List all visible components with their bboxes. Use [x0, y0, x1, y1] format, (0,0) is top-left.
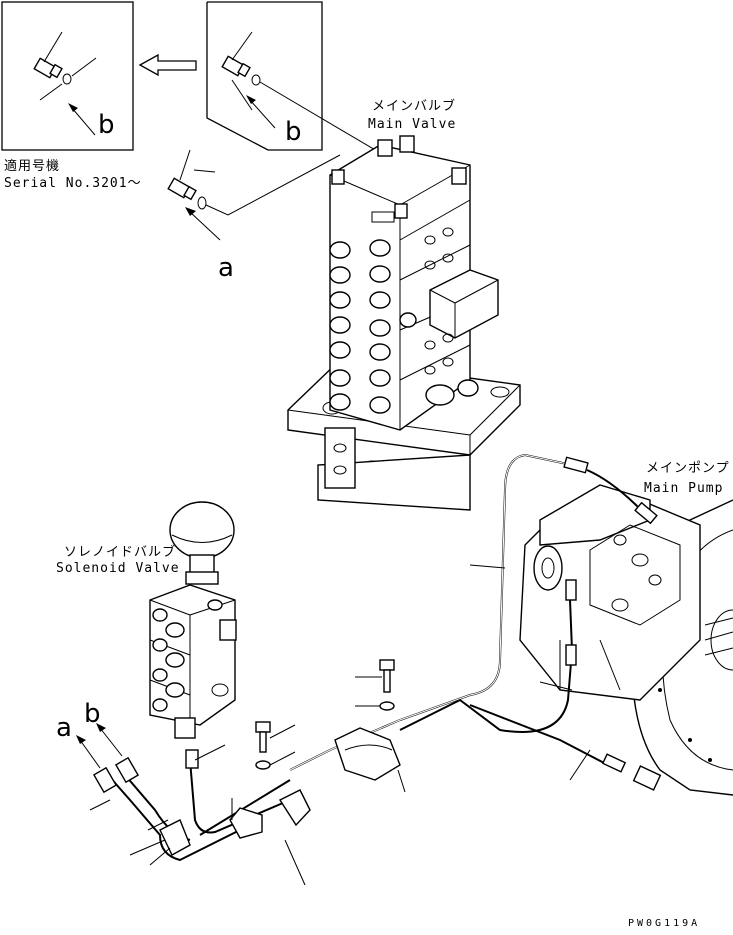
main-valve-label-en: Main Valve [368, 117, 456, 132]
main-valve [287, 135, 521, 511]
spool-fittings [329, 239, 479, 414]
detail-inset-left: b [1, 1, 134, 151]
drawing-id: PW0G119A [628, 918, 700, 929]
arrow-b-left [68, 103, 96, 136]
arrow-b-right [246, 95, 276, 129]
solenoid-label-jp: ソレノイドバルブ [64, 544, 176, 560]
main-pump-label-jp: メインポンプ [646, 461, 730, 476]
fitting-detail-right [221, 31, 261, 111]
serial-label-en: Serial No.3201～ [4, 176, 142, 191]
callout-a-top: a [218, 253, 234, 283]
detail-inset-right: b [206, 1, 323, 151]
fitting-a [167, 149, 341, 216]
bolt-upper [379, 659, 395, 711]
callout-a-bottom: a [56, 713, 72, 743]
transfer-arrow [138, 53, 197, 77]
main-valve-label-jp: メインバルブ [372, 98, 456, 114]
solenoid-label-en: Solenoid Valve [56, 561, 180, 576]
main-pump [519, 484, 733, 796]
callout-b-right: b [285, 117, 302, 147]
pilot-lines [92, 453, 662, 862]
valve-ports-right [424, 227, 454, 375]
main-pump-label-en: Main Pump [644, 481, 723, 496]
arrow-a-bottom [76, 735, 101, 769]
bolt-lower [255, 721, 271, 770]
arrow-b-bottom [96, 723, 123, 757]
solenoid-valve [149, 501, 237, 739]
fitting-detail-left [33, 31, 97, 101]
arrow-a-top [185, 207, 221, 241]
leader-lines [89, 564, 591, 886]
callout-b-bottom: b [84, 699, 101, 729]
serial-label-jp: 適用号機 [4, 158, 60, 174]
callout-b-left: b [98, 110, 115, 140]
